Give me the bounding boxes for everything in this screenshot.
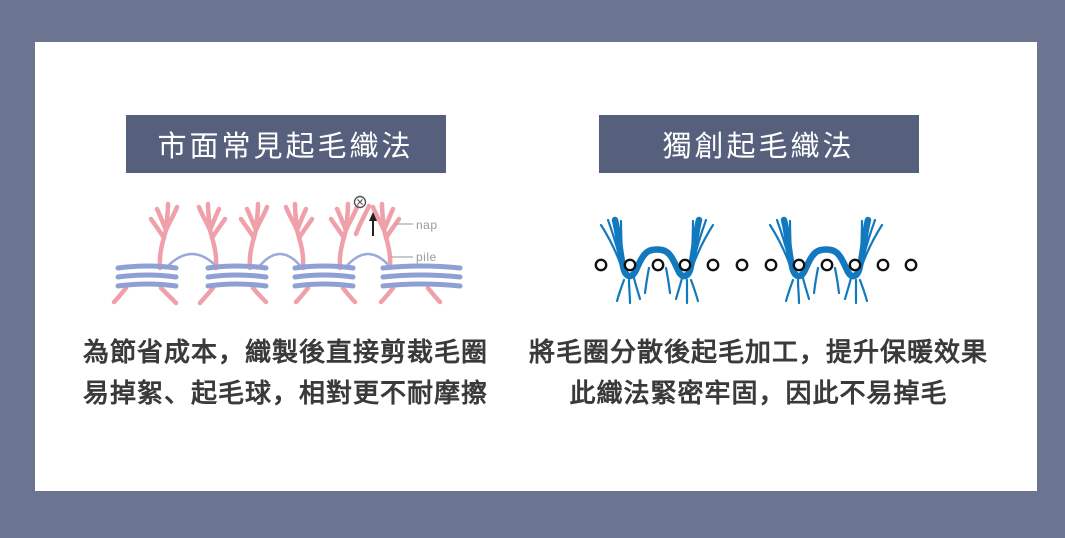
fiber-fans	[599, 216, 714, 305]
left-description: 為節省成本，織製後直接剪裁毛圈 易掉絮、起毛球，相對更不耐摩擦	[83, 332, 488, 414]
original-weave-diagram	[594, 216, 917, 305]
right-description: 將毛圈分散後起毛加工，提升保暖效果 此織法緊密牢固，因此不易掉毛	[529, 332, 988, 414]
description-line: 為節省成本，織製後直接剪裁毛圈	[82, 338, 488, 367]
pile-loop-arches	[164, 252, 393, 270]
description-line: 易掉絮、起毛球，相對更不耐摩擦	[82, 379, 488, 408]
left-banner-label: 市面常見起毛織法	[157, 131, 414, 163]
pile-label: pile	[416, 250, 437, 264]
loop-rings	[594, 258, 917, 272]
nap-hooks	[111, 285, 443, 306]
fiber-fans	[768, 216, 883, 305]
left-method-banner: 市面常見起毛織法	[125, 115, 446, 173]
nap-label: nap	[416, 218, 438, 232]
nap-tufts	[148, 201, 402, 271]
right-banner-label: 獨創起毛織法	[662, 131, 855, 163]
description-line: 將毛圈分散後起毛加工，提升保暖效果	[529, 338, 989, 367]
cut-nap-piece	[353, 203, 372, 237]
up-arrow-icon	[369, 212, 377, 236]
pile-strand-bundles	[115, 263, 463, 289]
cut-scissors-icon	[353, 195, 367, 209]
right-method-banner: 獨創起毛織法	[598, 115, 919, 173]
right-panel: 獨創起毛織法	[529, 42, 1037, 491]
content-card: 市面常見起毛織法	[35, 42, 1037, 491]
description-line: 此織法緊密牢固，因此不易掉毛	[569, 379, 948, 408]
left-panel: 市面常見起毛織法	[35, 42, 536, 491]
common-weave-diagram: nap pile	[111, 195, 463, 306]
thick-yarn-wave	[611, 216, 702, 280]
